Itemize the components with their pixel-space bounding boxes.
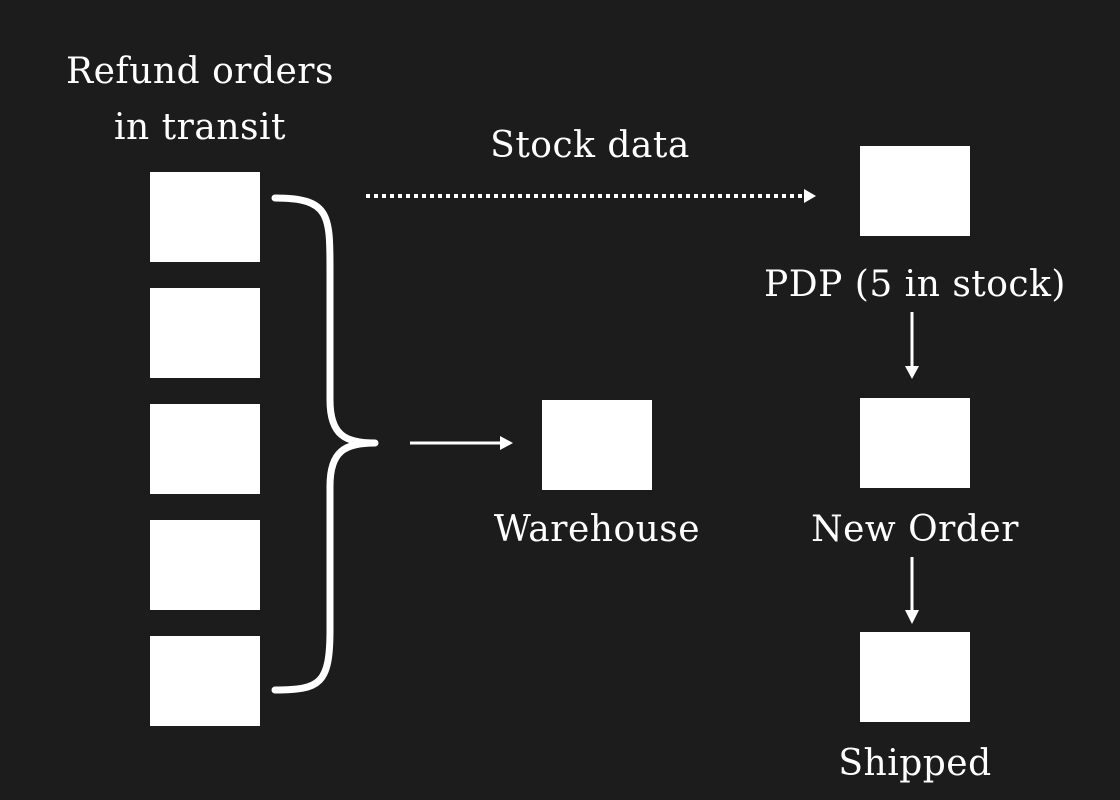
- shipped-label: Shipped: [838, 743, 992, 784]
- grouping-brace: [271, 194, 379, 694]
- refund-orders-label-line2: in transit: [114, 107, 286, 148]
- pdp-label: PDP (5 in stock): [764, 264, 1066, 305]
- new-order-label: New Order: [811, 509, 1019, 550]
- refund-orders-label: Refund orders in transit: [60, 44, 340, 156]
- refund-orders-label-line1: Refund orders: [65, 51, 334, 92]
- refund-order-box-4: [150, 520, 260, 610]
- stock-data-arrow-head: [804, 189, 816, 203]
- stock-data-label: Stock data: [490, 125, 690, 166]
- pdp-to-new-order-arrow-head: [905, 366, 919, 379]
- warehouse-arrow-head: [500, 436, 513, 450]
- shipped-box: [860, 632, 970, 722]
- warehouse-box: [542, 400, 652, 490]
- pdp-box: [860, 146, 970, 236]
- refund-order-box-3: [150, 404, 260, 494]
- refund-order-box-1: [150, 172, 260, 262]
- refund-order-box-5: [150, 636, 260, 726]
- new-order-to-shipped-arrow-head: [905, 610, 919, 624]
- new-order-box: [860, 398, 970, 488]
- refund-order-box-2: [150, 288, 260, 378]
- warehouse-label: Warehouse: [493, 509, 701, 550]
